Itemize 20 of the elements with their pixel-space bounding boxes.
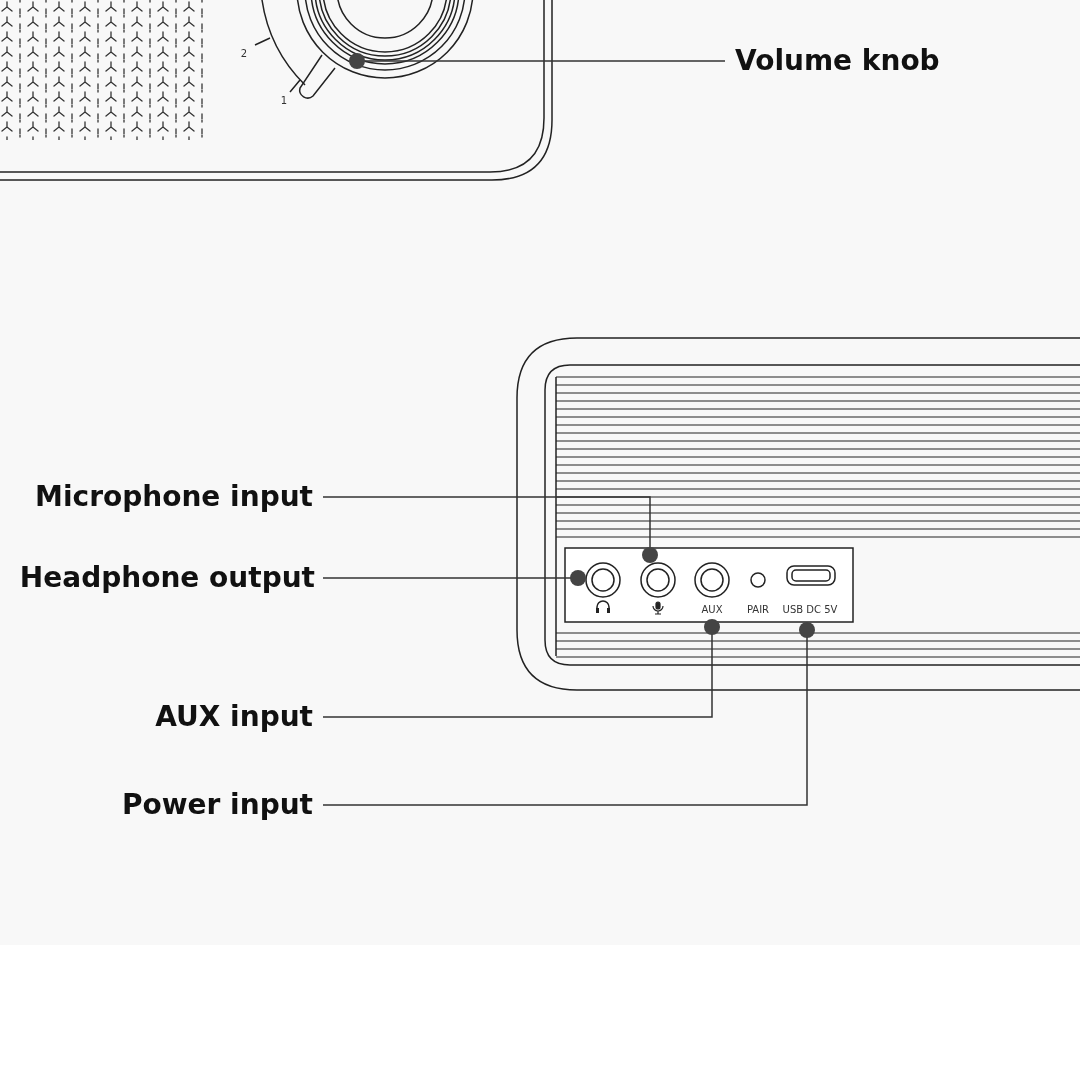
callout-label: Headphone output bbox=[19, 561, 315, 595]
port-label: PAIR bbox=[746, 604, 770, 616]
callout-label: Microphone input bbox=[35, 480, 313, 514]
leader-line bbox=[322, 570, 586, 586]
scale-number: 2 bbox=[240, 48, 248, 60]
volume-knob bbox=[296, 0, 474, 99]
callout-label: Power input bbox=[121, 788, 313, 822]
leader-line bbox=[322, 622, 815, 806]
callout-label: AUX input bbox=[155, 700, 313, 734]
headphone-jack bbox=[585, 562, 621, 598]
port-label: USB DC 5V bbox=[782, 604, 838, 616]
scale-number: 1 bbox=[280, 95, 288, 107]
port-label: AUX bbox=[701, 604, 723, 616]
leader-line bbox=[322, 496, 658, 563]
leader-line bbox=[322, 619, 720, 718]
leader-line bbox=[349, 53, 726, 69]
callout-label: Volume knob bbox=[735, 44, 940, 78]
usb-port bbox=[786, 565, 836, 586]
aux-jack bbox=[694, 562, 730, 598]
microphone-jack bbox=[640, 562, 676, 598]
